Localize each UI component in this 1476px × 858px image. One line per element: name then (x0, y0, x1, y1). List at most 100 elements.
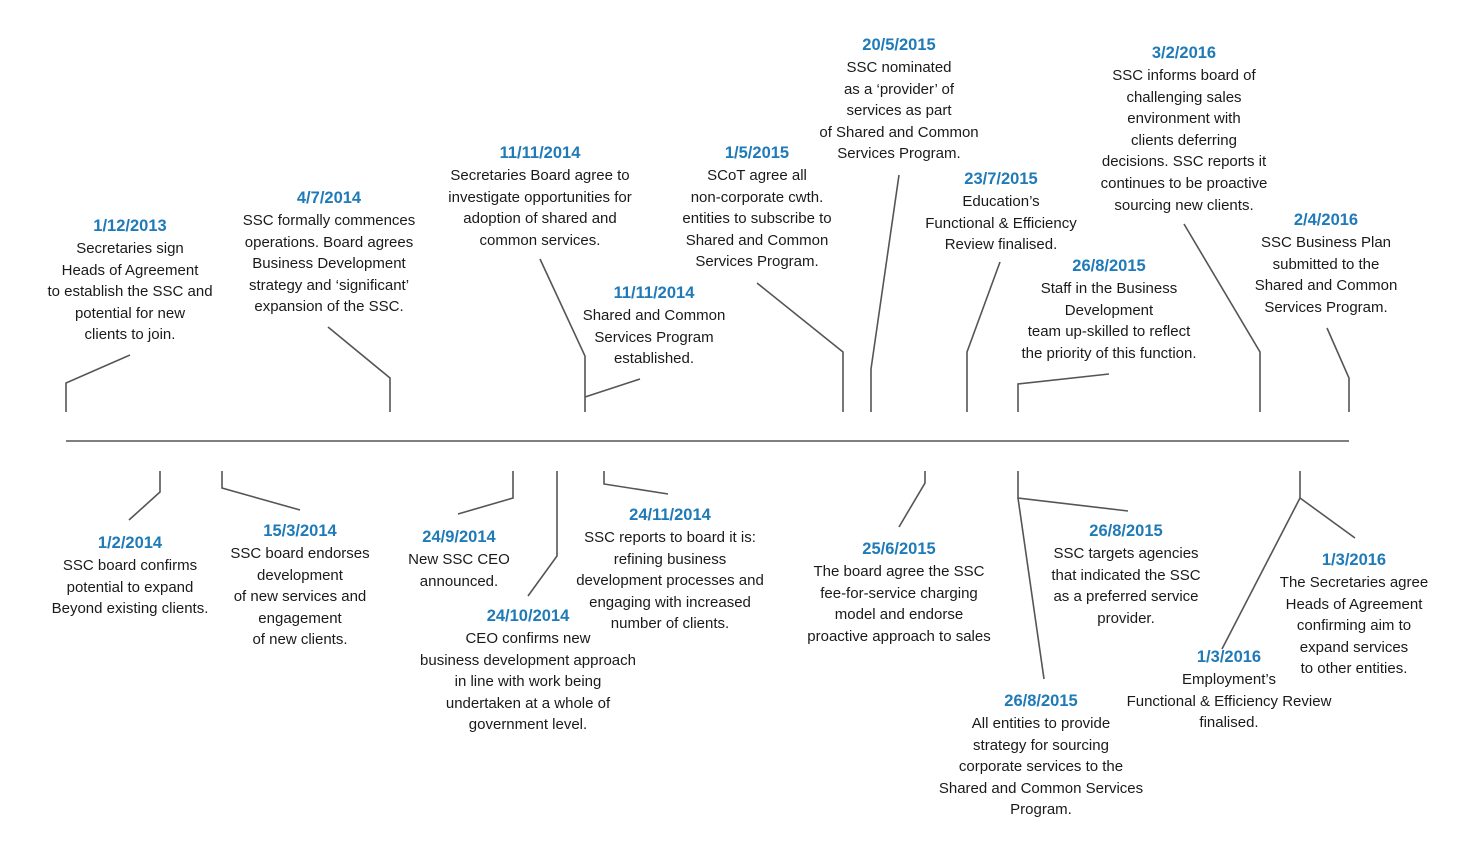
event-description-line: strategy for sourcing (973, 736, 1109, 754)
event-description-line: to other entities. (1300, 660, 1408, 678)
event-description-line: government level. (468, 716, 588, 734)
event-description-line: potential for new (74, 304, 186, 322)
connector-1-3-2016-left (1221, 497, 1301, 650)
event-date: 1/2/2014 (97, 534, 163, 552)
connector-26-8-2015-mid (1017, 471, 1129, 512)
event-description-line: in line with work being (454, 673, 602, 691)
event-description-line: Services Program (594, 328, 714, 346)
event-date: 24/11/2014 (629, 506, 711, 524)
connector-11-11-2014-b (584, 378, 641, 398)
event-description-line: development (257, 566, 343, 584)
event-description-line: clients deferring (1131, 131, 1237, 149)
event-description-line: business development approach (420, 651, 636, 669)
event-description-line: established. (613, 350, 695, 368)
event-description-line: proactive approach to sales (807, 627, 991, 645)
event-description-line: SSC informs board of (1112, 67, 1256, 84)
event-description-line: of new clients. (252, 631, 348, 649)
event-description-line: as a ‘provider’ of (843, 80, 955, 98)
event-description-line: the priority of this function. (1021, 344, 1197, 362)
event-description-line: continues to be proactive (1100, 174, 1268, 192)
event-description-line: Development (1064, 301, 1154, 319)
event-description-line: provider. (1097, 609, 1155, 627)
event-description-line: adoption of shared and (463, 210, 617, 228)
event-description-line: clients to join. (84, 326, 176, 344)
connector-20-5-2015 (870, 174, 900, 412)
event-description-line: Business Development (252, 255, 406, 273)
event-description-line: Heads of Agreement (1285, 595, 1423, 613)
event-description-line: undertaken at a whole of (445, 694, 611, 712)
connector-lines (65, 174, 1356, 680)
event-description-line: Beyond existing clients. (51, 600, 209, 618)
event-date: 1/3/2016 (1196, 648, 1262, 666)
event-description-line: submitted to the (1272, 255, 1380, 273)
event-description-line: Shared and Common (685, 231, 829, 249)
connector-1-3-2016-right (1299, 497, 1356, 539)
event-description-line: Services Program. (1264, 298, 1388, 316)
event-description-line: decisions. SSC reports it (1101, 153, 1267, 171)
event-date: 2/4/2016 (1293, 211, 1359, 229)
event-description-line: The Secretaries agree (1279, 574, 1429, 591)
event-description-line: refining business (613, 550, 727, 568)
connector-26-8-2015-top (1017, 373, 1110, 412)
event-description-line: SSC nominated (846, 59, 952, 76)
event-description-line: SSC targets agencies (1053, 545, 1199, 562)
event-date: 24/9/2014 (422, 528, 496, 546)
connector-3-2-2016 (1183, 223, 1261, 412)
event-date: 26/8/2015 (1089, 522, 1163, 540)
event-description-line: engaging with increased (589, 593, 751, 611)
event-description-line: environment with (1127, 110, 1241, 128)
event-description-line: finalised. (1199, 714, 1259, 732)
event-description-line: entities to subscribe to (682, 210, 832, 228)
connector-24-10-2014 (527, 471, 558, 597)
event-description-line: announced. (419, 572, 499, 590)
event-description-line: expansion of the SSC. (254, 298, 404, 316)
event-date: 4/7/2014 (296, 189, 362, 207)
event-description-line: The board agree the SSC (813, 563, 985, 580)
event-description-line: of Shared and Common (819, 123, 979, 141)
connector-11-11-2014-a (539, 258, 586, 412)
event-date: 26/8/2015 (1004, 692, 1078, 710)
event-date: 20/5/2015 (862, 36, 936, 54)
connector-24-11-2014 (603, 471, 669, 495)
event-date: 1/12/2013 (93, 217, 167, 235)
event-description-line: non-corporate cwth. (690, 188, 824, 206)
event-description-line: All entities to provide (971, 715, 1111, 732)
event-description-line: team up-skilled to reflect (1027, 323, 1191, 341)
event-description-line: confirming aim to (1296, 617, 1412, 635)
connector-4-7-2014 (327, 326, 391, 412)
event-description-line: Secretaries sign (76, 240, 184, 257)
event-description-line: challenging sales (1126, 88, 1242, 106)
event-description-line: investigate opportunities for (448, 188, 632, 206)
event-description-line: Education’s (962, 193, 1040, 210)
event-date: 3/2/2016 (1151, 44, 1217, 62)
event-date: 15/3/2014 (263, 522, 337, 540)
event-description-line: Program. (1010, 801, 1072, 819)
event-description-line: Employment’s (1182, 671, 1276, 688)
event-description-line: fee-for-service charging (820, 584, 978, 602)
event-description-line: common services. (479, 231, 601, 249)
event-description-line: Staff in the Business (1040, 280, 1178, 297)
event-description-line: expand services (1299, 638, 1409, 656)
connector-1-12-2013 (65, 354, 131, 412)
event-description-line: corporate services to the (958, 758, 1124, 776)
connector-1-2-2014 (128, 471, 161, 521)
event-description-line: number of clients. (610, 615, 730, 633)
event-description-line: that indicated the SSC (1051, 566, 1201, 584)
event-description-line: Functional & Efficiency Review (1126, 692, 1332, 710)
event-description-line: Heads of Agreement (61, 261, 199, 279)
event-description-line: SSC board confirms (62, 557, 198, 574)
